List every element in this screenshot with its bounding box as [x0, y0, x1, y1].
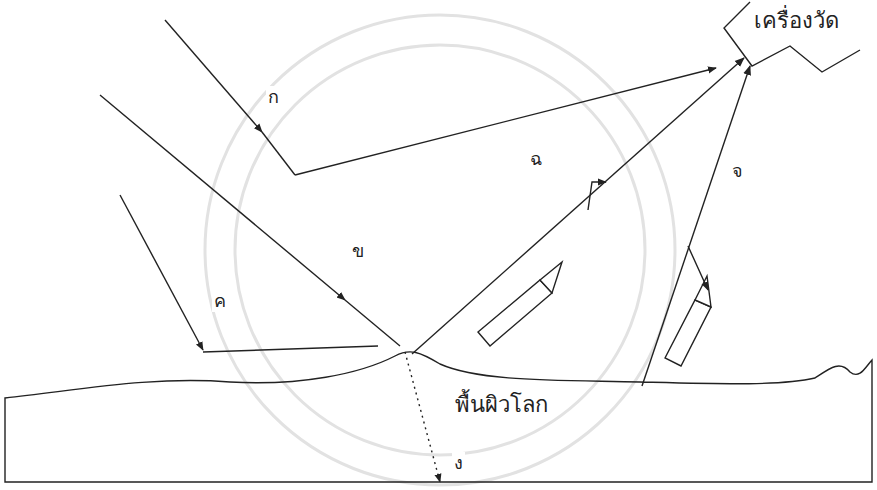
- node-label: เครื่องวัด: [754, 8, 839, 34]
- ray-c-out: [203, 346, 378, 352]
- ray-a-in: [165, 20, 262, 132]
- ray-a-out: [295, 68, 716, 175]
- emitted-ray: [642, 66, 750, 386]
- ray-letter: ข: [350, 240, 366, 262]
- watermark-seal: [205, 15, 675, 485]
- side-arrow: [588, 182, 606, 210]
- ray-c-in: [120, 195, 203, 350]
- earth-surface-outline: [0, 330, 877, 490]
- node-label: พื้นผิวโลก: [455, 392, 548, 418]
- ray-b-rest: [345, 300, 400, 346]
- ray-letter: ฉ: [528, 148, 544, 170]
- ray-letter: จ: [730, 160, 745, 182]
- ray-d-absorbed: [405, 352, 440, 482]
- emission-pulse: [478, 262, 711, 366]
- ray-letter: ง: [452, 452, 465, 474]
- ray-a-in-rest: [262, 132, 295, 175]
- ray-letter: ค: [212, 290, 228, 312]
- ray-b: [100, 95, 345, 300]
- emitted-ray: [412, 58, 744, 354]
- ray-letter: ก: [266, 86, 281, 108]
- side-arrow: [688, 246, 708, 290]
- earth-surface: พื้นผิวโลก: [0, 330, 877, 490]
- instrument: เครื่องวัด: [700, 0, 877, 75]
